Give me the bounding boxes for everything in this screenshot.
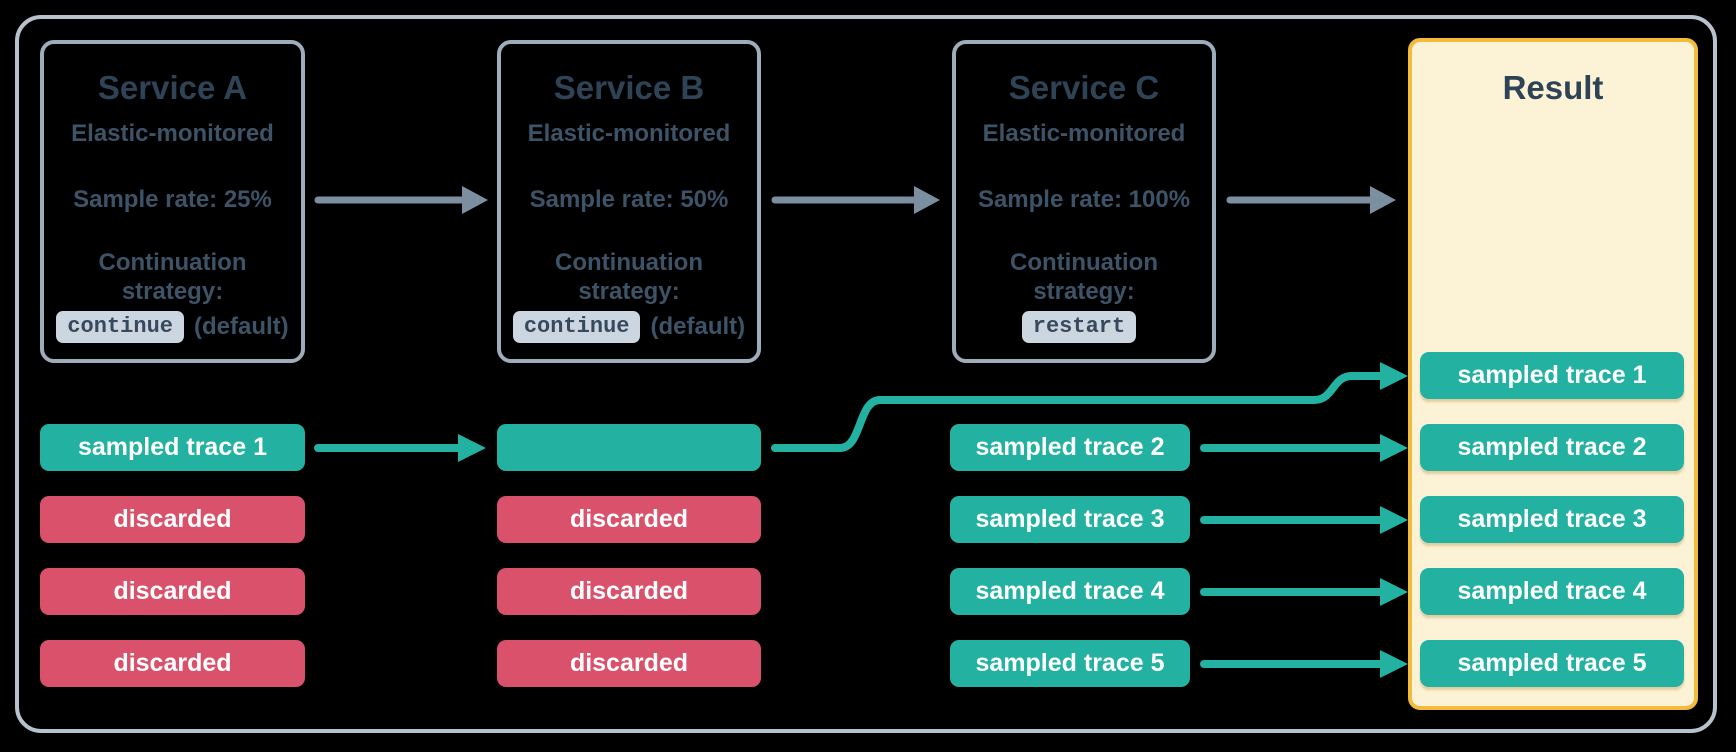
service-b-sample-rate: Sample rate: 50% <box>529 186 729 213</box>
trace-pill-a-discarded-2: discarded <box>40 568 305 615</box>
service-b-strategy-suffix: (default) <box>650 313 746 340</box>
service-a-subtitle: Elastic-monitored <box>71 120 274 147</box>
service-b-subtitle: Elastic-monitored <box>527 120 731 147</box>
trace-pill-b-discarded-3: discarded <box>497 640 761 687</box>
trace-pill-b-discarded-2: discarded <box>497 568 761 615</box>
service-a-sample-rate: Sample rate: 25% <box>73 186 272 213</box>
service-c-strategy-chip: restart <box>1021 311 1137 343</box>
trace-pill-c-sampled-4: sampled trace 4 <box>950 568 1190 615</box>
service-c-title: Service C <box>1008 69 1160 106</box>
trace-pill-c-sampled-5: sampled trace 5 <box>950 640 1190 687</box>
result-pill-sampled-1: sampled trace 1 <box>1420 352 1684 399</box>
service-c-subtitle: Elastic-monitored <box>982 120 1186 147</box>
result-pill-sampled-5: sampled trace 5 <box>1420 640 1684 687</box>
trace-pill-a-discarded-1: discarded <box>40 496 305 543</box>
service-a-strategy-chip: continue <box>56 311 184 343</box>
service-b-box: Service B Elastic-monitored Sample rate:… <box>497 40 761 363</box>
result-pill-sampled-4: sampled trace 4 <box>1420 568 1684 615</box>
diagram-outer-frame <box>15 15 1717 733</box>
service-a-box: Service A Elastic-monitored Sample rate:… <box>40 40 305 363</box>
result-pill-sampled-2: sampled trace 2 <box>1420 424 1684 471</box>
trace-pill-a-discarded-3: discarded <box>40 640 305 687</box>
service-c-continuation-label: Continuation strategy: <box>1010 249 1158 305</box>
service-a-strategy-row: continue (default) <box>56 311 289 343</box>
service-b-strategy-row: continue (default) <box>512 311 746 343</box>
service-b-continuation-label: Continuation strategy: <box>555 249 703 305</box>
service-b-title: Service B <box>553 69 705 106</box>
service-a-title: Service A <box>97 69 248 106</box>
trace-pill-a-sampled-1: sampled trace 1 <box>40 424 305 471</box>
trace-pill-c-sampled-3: sampled trace 3 <box>950 496 1190 543</box>
service-a-strategy-suffix: (default) <box>193 313 289 340</box>
trace-pill-b-continued <box>497 424 761 471</box>
service-c-box: Service C Elastic-monitored Sample rate:… <box>952 40 1216 363</box>
result-pill-sampled-3: sampled trace 3 <box>1420 496 1684 543</box>
service-c-sample-rate: Sample rate: 100% <box>977 186 1191 213</box>
service-c-strategy-row: restart <box>1021 311 1146 343</box>
service-a-continuation-label: Continuation strategy: <box>98 249 247 305</box>
service-b-strategy-chip: continue <box>512 311 641 343</box>
trace-pill-c-sampled-2: sampled trace 2 <box>950 424 1190 471</box>
trace-pill-b-discarded-1: discarded <box>497 496 761 543</box>
result-title: Result <box>1502 69 1604 106</box>
